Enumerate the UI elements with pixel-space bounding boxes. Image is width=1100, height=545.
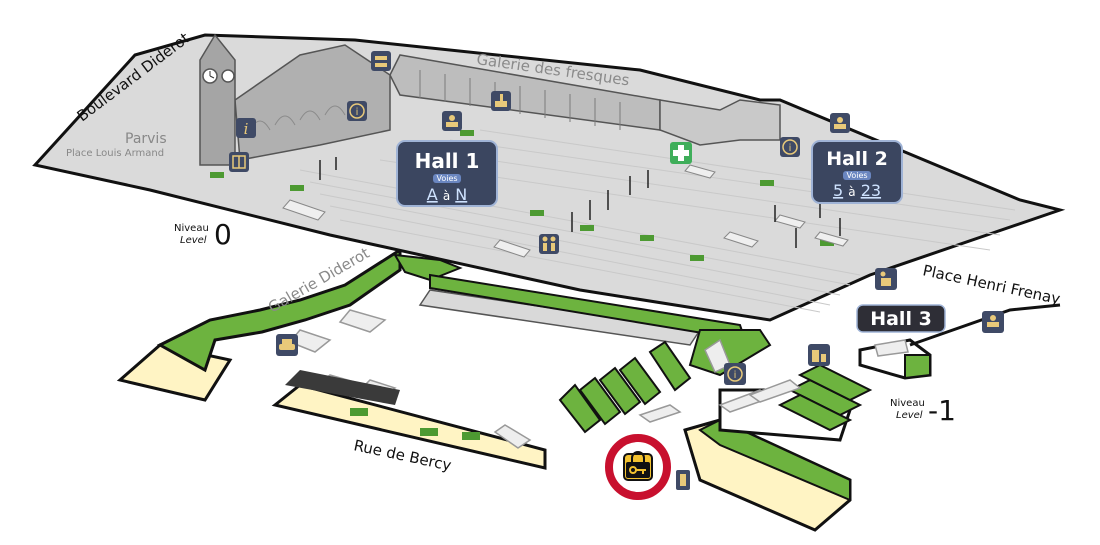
luggage-highlight-icon[interactable] [605,434,671,500]
svg-text:0: 0 [214,218,232,251]
luggage-lockers-icon[interactable] [229,152,249,172]
svg-text:Level: Level [896,410,923,421]
level-indicator-ground: Niveau Level 0 [174,218,232,251]
hall-2-box[interactable]: Hall 2 Voies 5 à 23 [811,140,903,204]
svg-text:Hall 2: Hall 2 [826,148,888,170]
svg-text:Niveau: Niveau [174,223,209,234]
meeting-point-icon[interactable] [539,234,559,254]
hall-1-box[interactable]: Hall 1 Voies A à N [396,140,498,207]
level-indicator-lower: Niveau Level -1 [890,394,956,427]
svg-text:Hall 1: Hall 1 [415,149,480,173]
elevator-lower-icon[interactable] [808,344,830,366]
svg-text:Niveau: Niveau [890,398,925,409]
parvis-title: Parvis [125,131,167,147]
svg-text:Level: Level [180,235,207,246]
accessibility-icon[interactable] [875,268,897,290]
ticket-office-icon[interactable] [442,111,462,131]
svg-text:i: i [356,107,359,118]
poi-icons: i i [229,51,1004,500]
svg-text:Hall 3: Hall 3 [870,308,932,330]
hall-3-box[interactable]: Hall 3 [856,304,946,333]
parvis-subtitle: Place Louis Armand [66,148,164,159]
svg-text:A à N: A à N [427,185,467,204]
waiting-room-icon[interactable] [371,51,391,71]
info-icon-lower[interactable]: i [724,363,746,385]
svg-text:i: i [734,370,737,381]
place-henri-frenay-label: Place Henri Frenay [921,261,1062,308]
waiting-area-icon-hall3[interactable] [982,311,1004,333]
taxi-icon[interactable] [276,334,298,356]
lower-level [116,247,1061,532]
info-icon[interactable]: i [347,101,367,121]
tourist-info-icon[interactable]: i [236,118,256,138]
service-desk-icon[interactable] [491,91,511,111]
waiting-area-icon-hall2[interactable] [830,113,850,133]
svg-text:-1: -1 [928,394,956,427]
svg-text:Voies: Voies [846,171,867,180]
svg-text:i: i [244,120,249,138]
info-icon-hall2[interactable]: i [780,137,800,157]
ground-level [32,33,1066,322]
svg-text:5 à 23: 5 à 23 [833,181,881,200]
lockers-icon-lower[interactable] [676,470,690,490]
pharmacy-icon[interactable] [670,142,692,164]
svg-text:i: i [789,143,792,154]
svg-text:Voies: Voies [436,174,457,183]
